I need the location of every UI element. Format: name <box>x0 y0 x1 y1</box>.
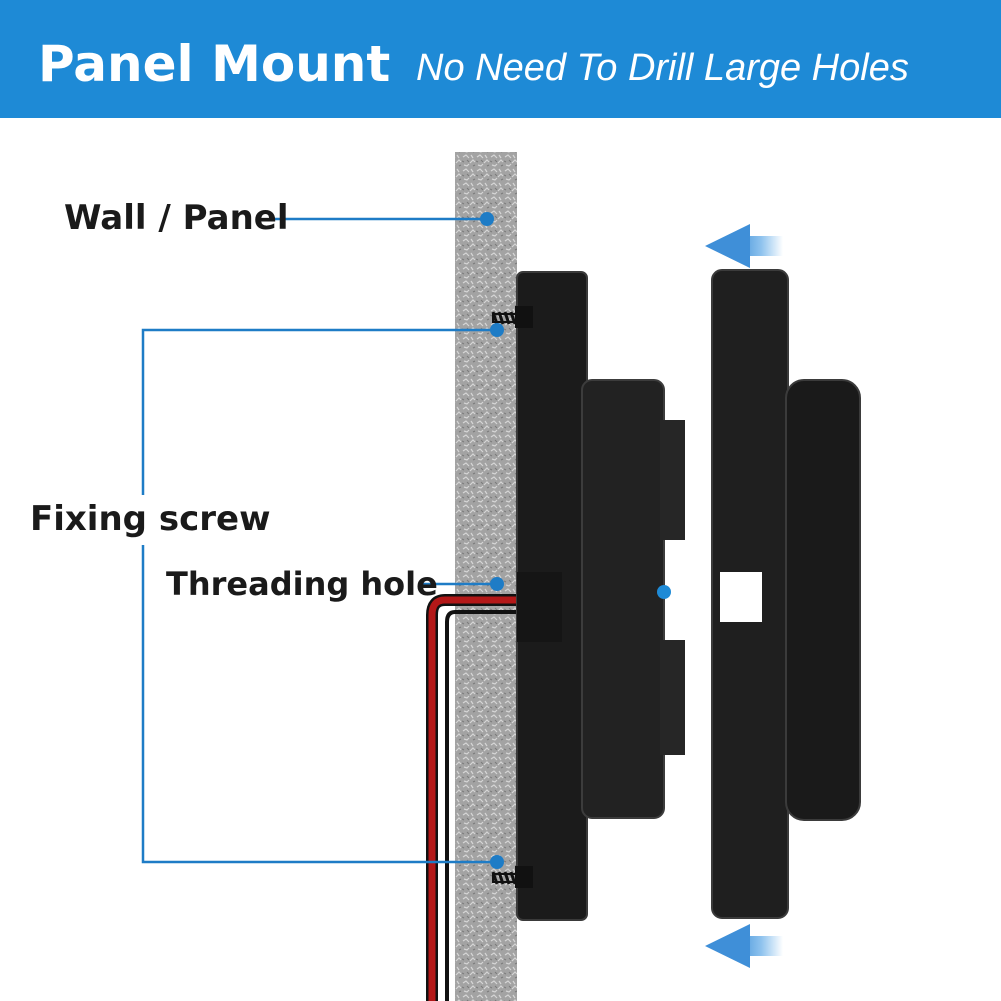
page-title: Panel Mount <box>38 35 391 93</box>
fixing-screw-label: Fixing screw <box>30 499 271 539</box>
panel-mount-diagram <box>141 152 861 1001</box>
mounting-base <box>516 271 685 921</box>
leader-dots <box>480 212 504 869</box>
front-device <box>711 269 861 919</box>
arrow-left-icon <box>705 924 783 968</box>
page-subtitle: No Need To Drill Large Holes <box>416 47 909 89</box>
threading-hole-label: Threading hole <box>166 565 438 603</box>
wall-panel-label: Wall / Panel <box>64 198 289 238</box>
screw-icon <box>491 306 533 328</box>
header-banner: Panel Mount No Need To Drill Large Holes <box>0 0 1001 118</box>
wall-panel <box>455 152 517 1001</box>
cable <box>426 594 520 1001</box>
arrow-left-icon <box>705 224 783 268</box>
screw-icon <box>491 866 533 888</box>
leader-lines <box>141 217 497 864</box>
